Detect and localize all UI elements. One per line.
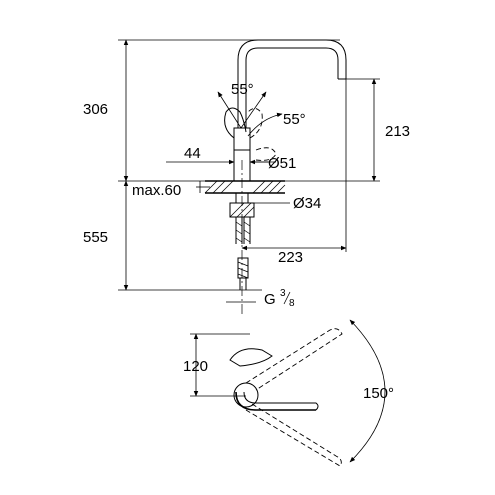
label-213: 213 [385, 123, 410, 140]
hose-braid [235, 221, 251, 243]
spout-inner [245, 47, 339, 79]
thread-fraction-slash [283, 291, 291, 305]
top-spout-inner [243, 391, 319, 411]
lever-handle [224, 107, 247, 139]
label-306: 306 [83, 101, 108, 118]
counter-hatching [204, 180, 286, 194]
label-angle-front: 55° [283, 111, 306, 128]
label-120: 120 [183, 358, 208, 375]
connector-braid [237, 261, 249, 279]
swivel-arc [349, 319, 386, 463]
spout-outer [237, 39, 347, 79]
label-thread-num: 3 [280, 288, 286, 299]
hose-connector [237, 257, 249, 279]
lever-handle-alt [247, 108, 263, 139]
label-150: 150° [363, 385, 394, 402]
angle-arc-front [247, 112, 283, 137]
label-diameter-51: Ø51 [268, 155, 296, 172]
angle-line-back [217, 91, 242, 129]
angle-line-front [240, 91, 267, 129]
side-view: 306 555 213 223 55° 55° 44 Ø51 max.60 Ø3… [83, 39, 410, 314]
top-spout [235, 391, 316, 411]
top-spout-swivel-up [245, 328, 343, 391]
label-thread: G 3 8 [264, 288, 295, 309]
lever-front-alt [255, 147, 277, 161]
label-max60: max.60 [132, 182, 181, 199]
top-view: 120 150° [183, 319, 394, 467]
label-angle-back: 55° [231, 81, 254, 98]
top-lever [229, 348, 273, 367]
label-thread-den: 8 [289, 298, 295, 309]
label-thread-g: G [264, 291, 276, 308]
hose-right [243, 217, 251, 244]
label-555: 555 [83, 229, 108, 246]
top-spout-swivel-down [245, 403, 342, 467]
label-223: 223 [278, 249, 303, 266]
label-44: 44 [184, 145, 201, 162]
label-diameter-34: Ø34 [293, 195, 321, 212]
